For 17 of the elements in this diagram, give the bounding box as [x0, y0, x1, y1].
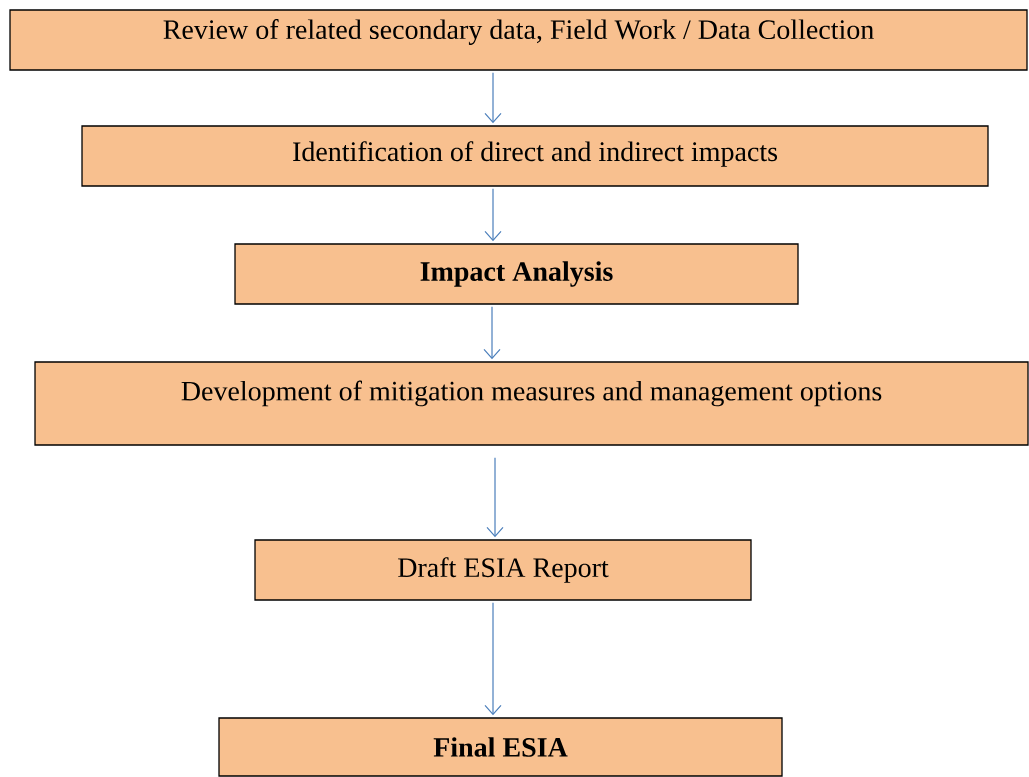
arrow — [483, 306, 501, 360]
process-box — [254, 539, 752, 601]
box-text: Impact Analysis — [420, 261, 613, 287]
process-box — [9, 9, 1028, 71]
box-text: Final ESIA — [433, 737, 568, 757]
box-text: Development of mitigation measures and management options — [181, 380, 882, 407]
arrow — [484, 602, 502, 716]
arrow — [484, 72, 502, 124]
box-text: Identification of direct and indirect impacts — [293, 141, 778, 167]
process-box — [34, 361, 1029, 446]
process-box — [81, 125, 989, 187]
process-box — [234, 243, 799, 305]
arrow — [484, 188, 502, 242]
process-box — [218, 717, 783, 777]
arrow — [486, 457, 504, 538]
box-text: Draft ESIA Report — [398, 557, 609, 583]
box-text: Review of related secondary data, Field Work / Data Collection — [163, 19, 874, 45]
